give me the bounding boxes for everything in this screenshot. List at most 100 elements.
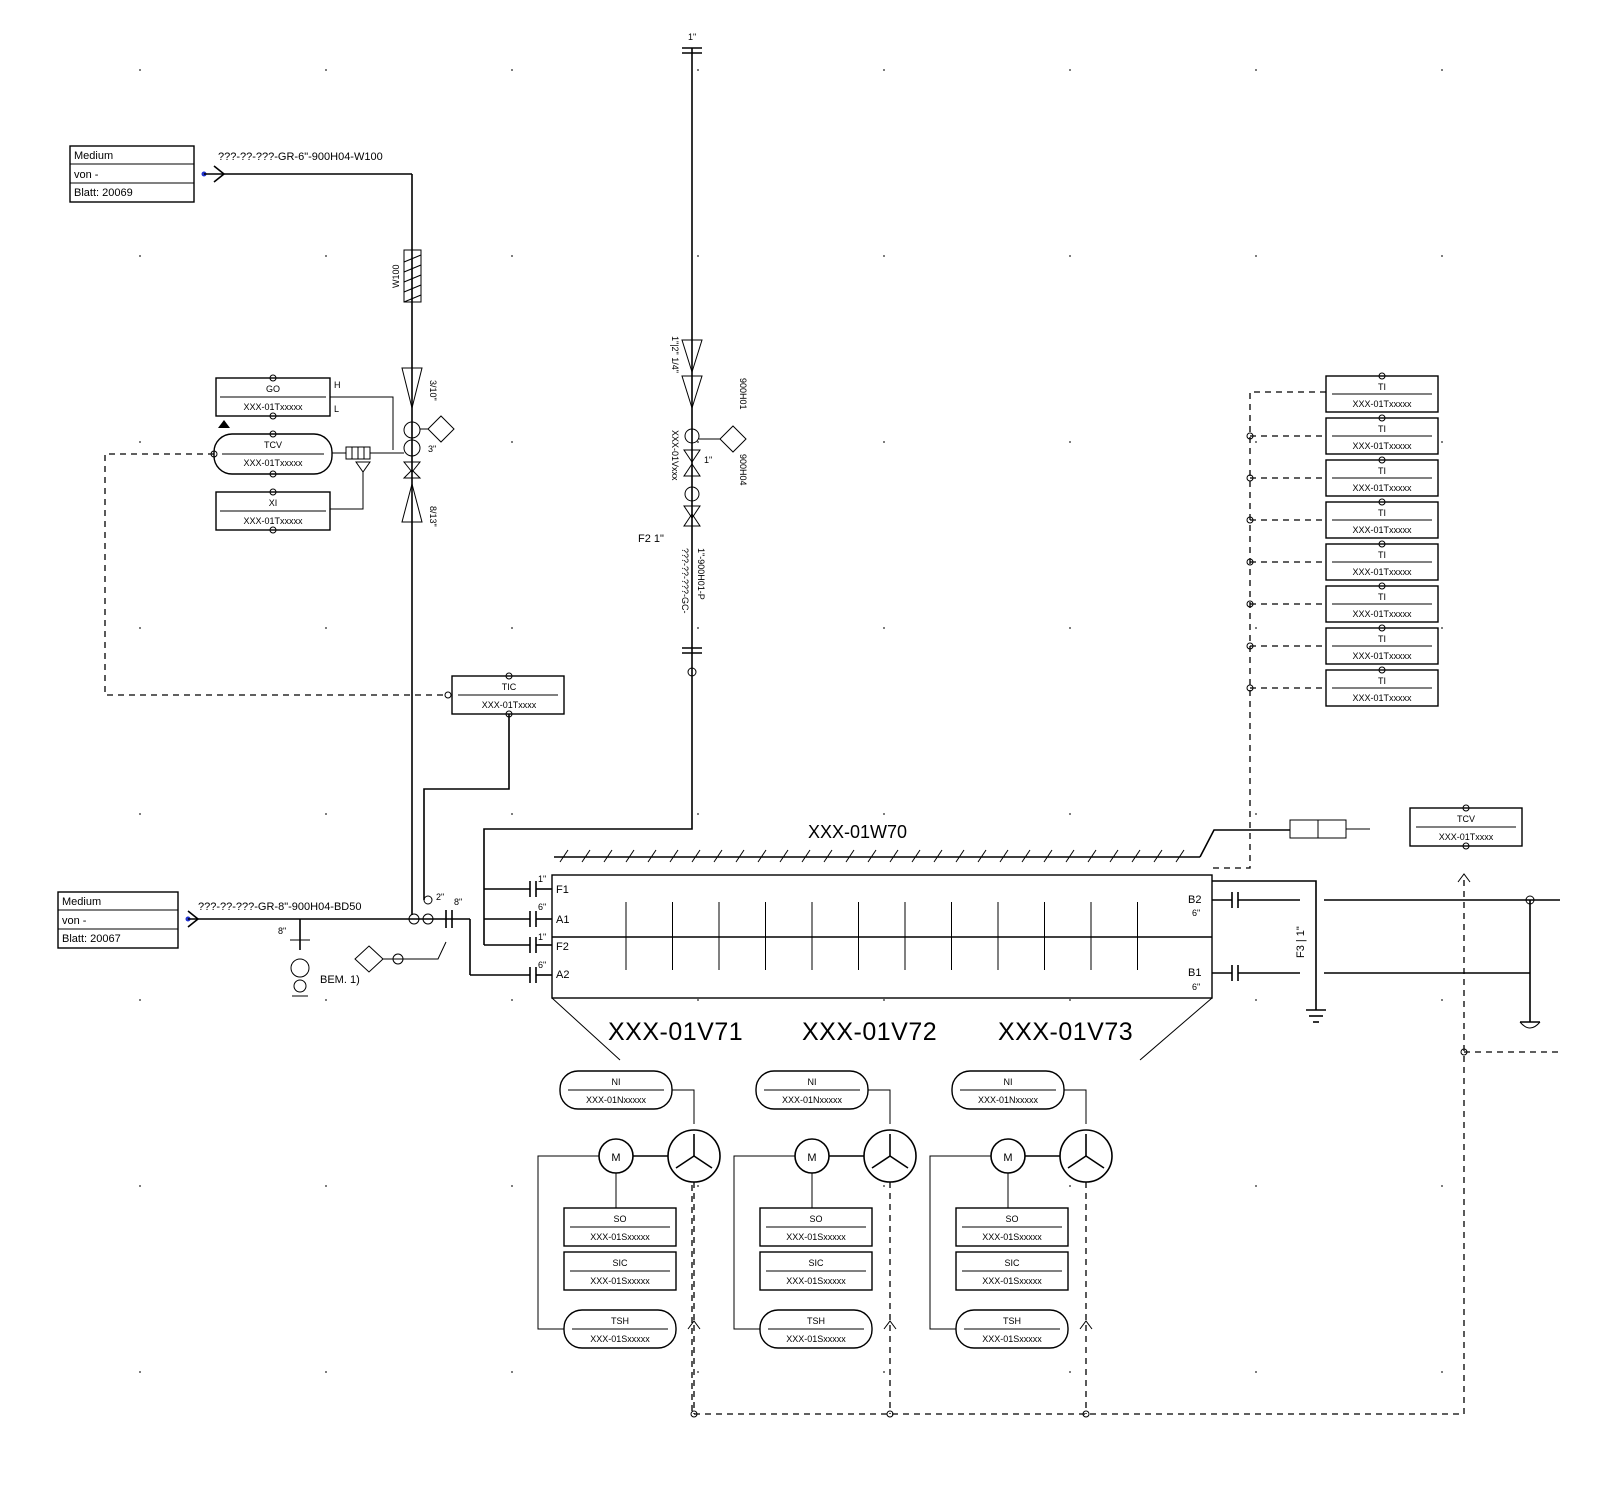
hatch-mark bbox=[1043, 849, 1053, 863]
ti-tag: TI bbox=[1378, 508, 1386, 518]
fan-group[interactable]: NIXXX-01NxxxxxMSOXXX-01SxxxxxSICXXX-01Sx… bbox=[929, 1070, 1113, 1418]
fan-group[interactable]: NIXXX-01NxxxxxMSOXXX-01SxxxxxSICXXX-01Sx… bbox=[537, 1070, 721, 1418]
ti-id: XXX-01Txxxxx bbox=[1352, 693, 1412, 703]
ni-tag: NI bbox=[808, 1077, 817, 1087]
ti-instrument[interactable]: TI XXX-01Txxxxx bbox=[1246, 666, 1439, 707]
drain-valve-icon bbox=[290, 939, 310, 997]
grid-dot bbox=[1069, 1371, 1071, 1373]
grid-dot bbox=[1255, 1371, 1257, 1373]
hatch-mark bbox=[691, 849, 701, 863]
source-box-2[interactable]: Medium von - Blatt: 20067 bbox=[57, 891, 179, 949]
hatch-mark bbox=[955, 849, 965, 863]
ti-tag: TI bbox=[1378, 466, 1386, 476]
ti-tag: TI bbox=[1378, 550, 1386, 560]
size-3-label: 3" bbox=[428, 444, 436, 454]
vertical-line-label: ???-??-???-GC- bbox=[680, 548, 690, 614]
bem-label: BEM. 1) bbox=[320, 974, 360, 986]
hatch-mark bbox=[1153, 849, 1163, 863]
ni-id: XXX-01Nxxxxx bbox=[586, 1095, 647, 1105]
go-tag: GO bbox=[266, 384, 280, 394]
reducer-icon bbox=[401, 482, 423, 523]
inlet-riser[interactable] bbox=[483, 672, 693, 889]
hatch-mark bbox=[977, 849, 987, 863]
so-id: XXX-01Sxxxxx bbox=[590, 1232, 650, 1242]
grid-dot bbox=[1441, 441, 1443, 443]
tsh-tag: TSH bbox=[1003, 1316, 1021, 1326]
nozzle-size-3: 1" bbox=[538, 932, 546, 942]
instrument-tic[interactable]: TIC XXX-01Txxxx bbox=[444, 672, 565, 718]
hatch-mark bbox=[1087, 849, 1097, 863]
hatch-mark bbox=[625, 849, 635, 863]
top-line-label: ???-??-???-GR-6"-900H04-W100 bbox=[218, 151, 383, 163]
instrument-tcv-right[interactable]: TCV XXX-01Txxxx bbox=[1409, 804, 1523, 850]
grid-dot bbox=[697, 69, 699, 71]
ni-tag: NI bbox=[1004, 1077, 1013, 1087]
go-id: XXX-01Txxxxx bbox=[243, 402, 303, 412]
grid-dot bbox=[1069, 69, 1071, 71]
nozzle-size-2: 6" bbox=[538, 902, 546, 912]
spec2-label: 900H04 bbox=[738, 454, 748, 486]
tcv-right-tag: TCV bbox=[1457, 814, 1475, 824]
valve-icon bbox=[683, 449, 701, 463]
silencer-icon bbox=[1289, 819, 1347, 839]
reducer-icon bbox=[681, 375, 703, 410]
grid-dot bbox=[1069, 999, 1071, 1001]
hatch-mark bbox=[735, 849, 745, 863]
grid-dot bbox=[1069, 813, 1071, 815]
tcv-right-id: XXX-01Txxxx bbox=[1439, 832, 1494, 842]
fan-groups: NIXXX-01NxxxxxMSOXXX-01SxxxxxSICXXX-01Sx… bbox=[537, 1070, 1113, 1418]
tcv-left-id: XXX-01Txxxxx bbox=[243, 458, 303, 468]
one-inch-valve-label: 1" bbox=[704, 455, 712, 465]
grid-dot bbox=[1069, 1185, 1071, 1187]
ti-instrument[interactable]: TI XXX-01Txxxxx bbox=[1246, 498, 1439, 539]
nozzle-b1: B1 bbox=[1188, 967, 1201, 979]
grid-dot bbox=[883, 627, 885, 629]
tic-tag: TIC bbox=[502, 682, 517, 692]
grid-dot bbox=[1441, 627, 1443, 629]
grid-dot bbox=[511, 1371, 513, 1373]
sic-tag: SIC bbox=[1004, 1258, 1020, 1268]
grid-dot bbox=[325, 255, 327, 257]
one-inch-top-label: 1" bbox=[688, 32, 696, 42]
instrument-go[interactable]: GO XXX-01Txxxxx bbox=[215, 374, 331, 420]
grid-dot bbox=[139, 627, 141, 629]
source-box-1[interactable]: Medium von - Blatt: 20069 bbox=[69, 145, 195, 203]
nozzle-size-4: 6" bbox=[538, 960, 546, 970]
hatch-mark bbox=[933, 849, 943, 863]
grid-dot bbox=[1255, 69, 1257, 71]
grid-dot bbox=[511, 999, 513, 1001]
hatch-mark bbox=[713, 849, 723, 863]
grid-dot bbox=[139, 441, 141, 443]
ti-tag: TI bbox=[1378, 676, 1386, 686]
instrument-xi[interactable]: XI XXX-01Txxxxx bbox=[215, 488, 331, 534]
grid-dot bbox=[139, 1185, 141, 1187]
grid-dot bbox=[697, 627, 699, 629]
instrument-tcv-left[interactable]: TCV XXX-01Txxxxx bbox=[210, 430, 333, 478]
hatch-mark bbox=[1065, 849, 1075, 863]
fan-group[interactable]: NIXXX-01NxxxxxMSOXXX-01SxxxxxSICXXX-01Sx… bbox=[733, 1070, 917, 1418]
diamond-icon bbox=[354, 945, 384, 973]
hatch-mark bbox=[889, 849, 899, 863]
ti-id: XXX-01Txxxxx bbox=[1352, 525, 1412, 535]
sic-id: XXX-01Sxxxxx bbox=[786, 1276, 846, 1286]
motor-label: M bbox=[807, 1152, 816, 1164]
grid-dot bbox=[1069, 255, 1071, 257]
ti-tag: TI bbox=[1378, 382, 1386, 392]
source-1-blatt: Blatt: 20069 bbox=[74, 187, 133, 199]
ti-stack: TIXXX-01TxxxxxTIXXX-01TxxxxxTIXXX-01Txxx… bbox=[1246, 372, 1439, 707]
nozzle-size-6: 6" bbox=[1192, 982, 1200, 992]
bottom-signal-line bbox=[691, 876, 1465, 1415]
grid-dot bbox=[883, 813, 885, 815]
diamond-icon bbox=[427, 415, 455, 443]
nozzle-f2: F2 bbox=[556, 941, 569, 953]
grid-dot bbox=[1255, 813, 1257, 815]
grid-dot bbox=[511, 1185, 513, 1187]
triangle-marker-icon bbox=[218, 420, 230, 428]
